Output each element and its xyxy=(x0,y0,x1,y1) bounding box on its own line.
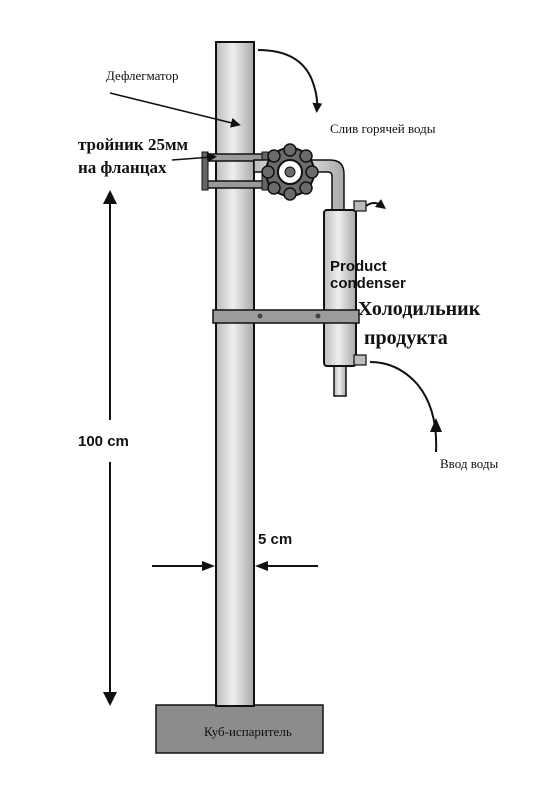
tee-label-line2: на фланцах xyxy=(78,158,167,177)
hot-water-drain-arrow xyxy=(257,49,323,113)
diameter-dimension-arrows xyxy=(152,561,318,571)
condenser-outlet-tap xyxy=(365,199,387,209)
hot-water-drain-label: Слив горячей воды xyxy=(330,121,436,136)
water-inlet-arrow xyxy=(369,361,438,453)
boiler-label: Куб-испаритель xyxy=(204,724,292,739)
product-condenser-en-line1: Product xyxy=(330,258,387,275)
valve-handwheel xyxy=(261,143,319,201)
product-condenser xyxy=(323,200,367,397)
product-condenser-ru-line2: продукта xyxy=(364,327,448,349)
height-dimension-label: 100 cm xyxy=(78,433,129,450)
water-inlet-label: Ввод воды xyxy=(440,456,498,471)
water-inlet-arrowhead xyxy=(430,418,442,432)
dephlegmator-pointer xyxy=(109,92,241,128)
boiler-base xyxy=(155,704,324,754)
tee-pointer xyxy=(171,152,217,163)
dephlegmator-label: Дефлегматор xyxy=(106,68,179,83)
column-pipe xyxy=(215,41,255,707)
product-condenser-en-line2: condenser xyxy=(330,275,406,292)
product-condenser-ru-line1: Холодильник xyxy=(358,298,481,320)
height-dimension-line xyxy=(103,190,117,706)
mounting-clamp xyxy=(212,309,360,324)
diameter-dimension-label: 5 cm xyxy=(258,531,292,548)
tee-label-line1: тройник 25мм xyxy=(78,135,189,154)
